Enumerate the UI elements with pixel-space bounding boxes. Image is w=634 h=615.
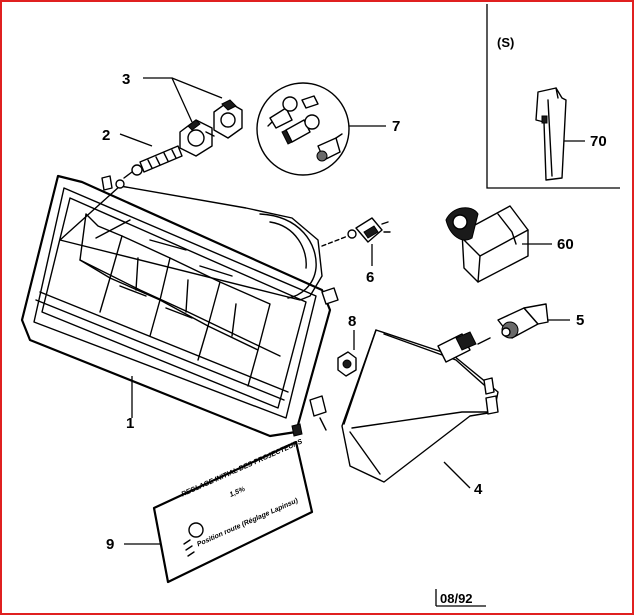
bulb-b — [281, 114, 320, 145]
part-3-adjusters — [179, 99, 243, 157]
bulb-a — [267, 96, 298, 129]
callout-60: 60 — [557, 236, 574, 253]
date-stamp-text: 08/92 — [440, 591, 473, 606]
callout-6: 6 — [366, 269, 374, 286]
date-stamp: 08/92 — [435, 589, 486, 607]
inset-variant-label: (S) — [497, 35, 514, 50]
plate-aim-symbol — [183, 522, 204, 557]
part-9-adjustment-label: REGLAGE INITIAL DES PROJECTEURS 1,5% Pos… — [152, 438, 314, 584]
plate-percent: 1,5% — [229, 486, 247, 499]
plate-footer: Position route (Réglage Lapinsu) — [196, 497, 300, 548]
part-2-adjust-screw — [123, 145, 183, 179]
bulb-c — [316, 133, 343, 162]
part-6-sidelight-bulb — [321, 217, 391, 247]
part-5-bulb-holder — [497, 303, 549, 339]
part-7-bulb-set — [256, 82, 350, 176]
callout-5: 5 — [576, 312, 584, 329]
variant-inset: (S) 70 — [486, 4, 620, 189]
part-1-headlamp — [20, 174, 339, 438]
part-4-indicator-lamp — [341, 329, 499, 483]
callout-2: 2 — [102, 127, 110, 144]
bulb-d — [301, 95, 319, 109]
part-70-bracket — [535, 87, 567, 181]
adjuster-right — [213, 99, 243, 139]
callout-1: 1 — [126, 415, 134, 432]
callout-9: 9 — [106, 536, 114, 553]
adjuster-left — [179, 119, 215, 157]
part-60-connector — [445, 205, 529, 283]
callout-8: 8 — [348, 313, 356, 330]
callout-70: 70 — [590, 133, 607, 150]
part-8-nut — [337, 351, 357, 377]
callout-3: 3 — [122, 71, 130, 88]
callout-7: 7 — [392, 118, 400, 135]
callout-4: 4 — [474, 481, 483, 498]
